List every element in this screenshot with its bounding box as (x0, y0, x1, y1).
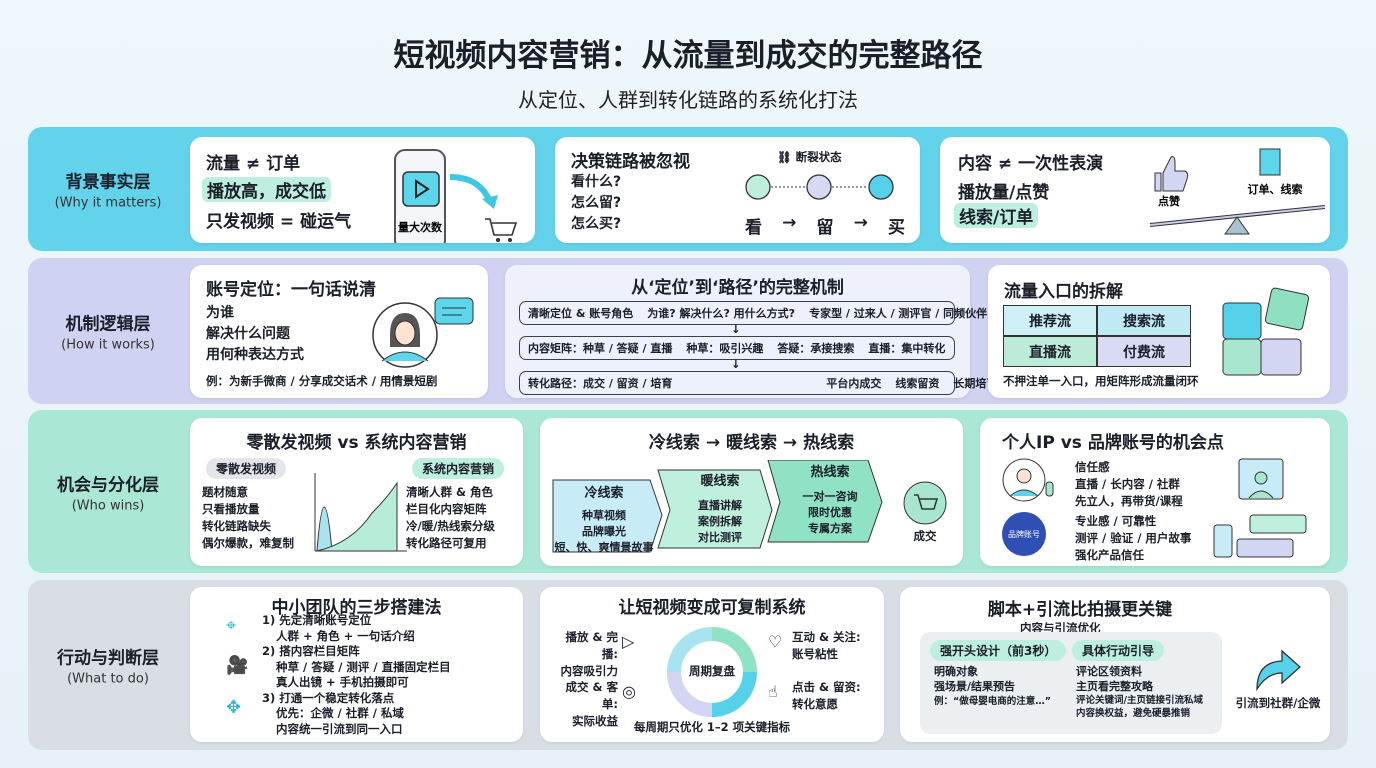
stage-cold: 冷线索种草视频品牌曝光短、快、爽情景故事 (554, 486, 654, 554)
card-title: 决策链路被忽视 (571, 152, 690, 172)
svg-text:量大次数: 量大次数 (398, 220, 443, 234)
review-cards-icon (1213, 514, 1307, 558)
card-ip-vs-brand: 个人IP vs 品牌账号的机会点 信任感直播 / 长内容 / 社群先立人，再带货… (980, 418, 1330, 566)
list-item: 用何种表达方式 (206, 347, 304, 363)
personal-ip-icon (1002, 458, 1054, 502)
camera-icon: 🎥 (226, 655, 249, 676)
system-label: 系统内容营销 (412, 458, 505, 479)
mechanism-box-matrix: 内容矩阵：种草 / 答疑 / 直播种草：吸引兴趣答疑：承接搜索直播：集中转化 (519, 336, 955, 360)
row-label: 背景事实层(Why it matters) (54, 172, 162, 211)
matrix-cell: 推荐流 (1003, 305, 1097, 336)
optimization-panel: 强开头设计（前3秒） 明确对象强场景/结果预告例：“做母婴电商的注意…” 具体行… (920, 632, 1222, 734)
cart-icon (903, 481, 947, 525)
card-decision-chain: 决策链路被忽视 看什么? 怎么留? 怎么买? ⛓ 断裂状态 看→留→买 (555, 137, 920, 243)
down-arrow-icon: ↓ (731, 322, 741, 336)
note-text: 不押注单一入口，用矩阵形成流量闭环 (1003, 374, 1199, 388)
broken-state-label: ⛓ 断裂状态 (777, 150, 842, 164)
forward-arrow-icon (1256, 649, 1301, 692)
traffic-matrix: 推荐流 搜索流 直播流 付费流 (1003, 305, 1191, 367)
person-speech-icon (372, 297, 474, 368)
stage-hot: 热线索一对一咨询限时优惠专属方案 (802, 465, 858, 535)
svg-text:点赞: 点赞 (1158, 194, 1180, 208)
question: 怎么留? (571, 195, 622, 211)
curve-comparison-icon (314, 473, 407, 552)
card-replicable-system: 让短视频变成可复制系统 周期复盘 播放 & 完播:内容吸引力 ▷ ♡ 互动 & … (540, 587, 884, 742)
seesaw-like-order-icon: 点赞 订单、线索 (1149, 148, 1325, 235)
mechanism-box-positioning: 清晰定位 & 账号角色为谁? 解决什么? 用什么方式?专家型 / 过来人 / 测… (519, 301, 987, 325)
card-content-not-show: 内容 ≠ 一次性表演 播放量/点赞 线索/订单 点赞 订单、线索 (940, 137, 1330, 243)
location-pin-icon: ⌖ (226, 615, 237, 636)
page-title: 短视频内容营销：从流量到成交的完整路径 (393, 38, 983, 74)
card-title: 中小团队的三步搭建法 (271, 598, 442, 618)
hook-design-pill: 强开头设计（前3秒） (930, 640, 1067, 661)
card-title: 从‘定位’到‘路径’的完整机制 (631, 278, 844, 298)
page-subtitle: 从定位、人群到转化链路的系统化打法 (518, 88, 858, 112)
list-item: 解决什么问题 (206, 326, 290, 342)
brand-logo: 品牌账号 (1002, 512, 1046, 556)
card-lead-funnel: 冷线索 → 暖线索 → 热线索 冷线索种草视频品牌曝光短、快、爽情景故事 暖线索… (540, 418, 963, 566)
card-script-traffic: 脚本+引流比拍摄更关键 内容与引流优化 强开头设计（前3秒） 明确对象强场景/结… (900, 587, 1330, 742)
card-title: 内容 ≠ 一次性表演 (958, 154, 1104, 174)
mechanism-box-conversion: 转化路径：成交 / 留资 / 培育平台内成交线索留资长期培育 (519, 371, 997, 395)
phone-cart-icon: 量大次数 (394, 149, 518, 243)
card-text: 只发视频 = 碰运气 (206, 212, 352, 232)
steps-list: 1) 先定清晰账号定位人群 + 角色 + 一句话介绍 2) 搭内容栏目矩阵种草 … (262, 613, 451, 736)
card-three-steps: 中小团队的三步搭建法 ⌖ 🎥 ✥ 1) 先定清晰账号定位人群 + 角色 + 一句… (190, 587, 523, 742)
puzzle-icon (1222, 287, 1310, 376)
card-title: 冷线索 → 暖线索 → 热线索 (648, 433, 855, 453)
highlight-text: 线索/订单 (954, 203, 1039, 228)
broken-link-icon: ⛓ (777, 150, 792, 164)
list-item: 为谁 (206, 305, 234, 321)
note-text: 每周期只优化 1–2 项关键指标 (633, 720, 791, 734)
row-label: 行动与判断层(What to do) (57, 648, 159, 687)
tap-icon: ☝ (768, 682, 778, 701)
example-text: 例：为新手微商 / 分享成交话术 / 用情景短剧 (206, 374, 438, 388)
card-title: 流量 ≠ 订单 (206, 154, 301, 174)
cta-guide-pill: 具体行动引导 (1072, 640, 1165, 661)
cycle-center-label: 周期复盘 (689, 664, 735, 678)
row-label: 机制逻辑层(How it works) (61, 314, 155, 353)
card-scattered-vs-system: 零散发视频 vs 系统内容营销 零散发视频 题材随意只看播放量转化链路缺失偶尔爆… (190, 418, 523, 566)
card-title: 流量入口的拆解 (1004, 282, 1123, 302)
question: 看什么? (571, 174, 622, 190)
review-cycle-icon (667, 627, 757, 717)
matrix-cell: 直播流 (1003, 336, 1097, 367)
svg-text:订单、线索: 订单、线索 (1248, 182, 1303, 196)
question: 怎么买? (571, 216, 622, 232)
card-title: 脚本+引流比拍摄更关键 (987, 600, 1173, 620)
card-full-mechanism: 从‘定位’到‘路径’的完整机制 清晰定位 & 账号角色为谁? 解决什么? 用什么… (505, 265, 997, 398)
matrix-cell: 搜索流 (1097, 305, 1191, 336)
cta-label: 引流到社群/企微 (1235, 696, 1321, 710)
look-stay-buy-flow: 看→留→买 (745, 213, 905, 238)
lead-chevrons (552, 460, 883, 553)
card-title: 账号定位：一句话说清 (206, 280, 376, 300)
row-label: 机会与分化层(Who wins) (57, 475, 159, 513)
video-profile-icon (1238, 458, 1284, 500)
deal-label: 成交 (913, 529, 937, 543)
arrows-icon: ✥ (226, 697, 242, 718)
card-title: 个人IP vs 品牌账号的机会点 (1002, 433, 1224, 453)
card-traffic-entry: 流量入口的拆解 推荐流 搜索流 直播流 付费流 不押注单一入口，用矩阵形成流量闭… (988, 265, 1330, 398)
card-traffic-not-orders: 流量 ≠ 订单 播放高，成交低 只发视频 = 碰运气 量大次数 (190, 137, 535, 243)
card-title: 让短视频变成可复制系统 (618, 598, 806, 618)
card-text: 播放量/点赞 (958, 183, 1050, 203)
money-bag-icon: ◎ (622, 682, 636, 701)
heart-icon: ♡ (768, 632, 783, 651)
chain-nodes-icon (745, 174, 894, 200)
card-title: 零散发视频 vs 系统内容营销 (246, 433, 467, 453)
scattered-label: 零散发视频 (206, 458, 287, 479)
down-arrow-icon: ↓ (731, 357, 741, 371)
stage-warm: 暖线索直播讲解案例拆解对比测评 (698, 474, 742, 544)
card-account-positioning: 账号定位：一句话说清 为谁解决什么问题用何种表达方式 例：为新手微商 / 分享成… (190, 265, 488, 398)
matrix-cell: 付费流 (1097, 336, 1191, 367)
section-subtitle: 内容与引流优化 (1020, 621, 1101, 635)
highlight-text: 播放高，成交低 (202, 177, 331, 202)
play-icon: ▷ (622, 632, 635, 651)
